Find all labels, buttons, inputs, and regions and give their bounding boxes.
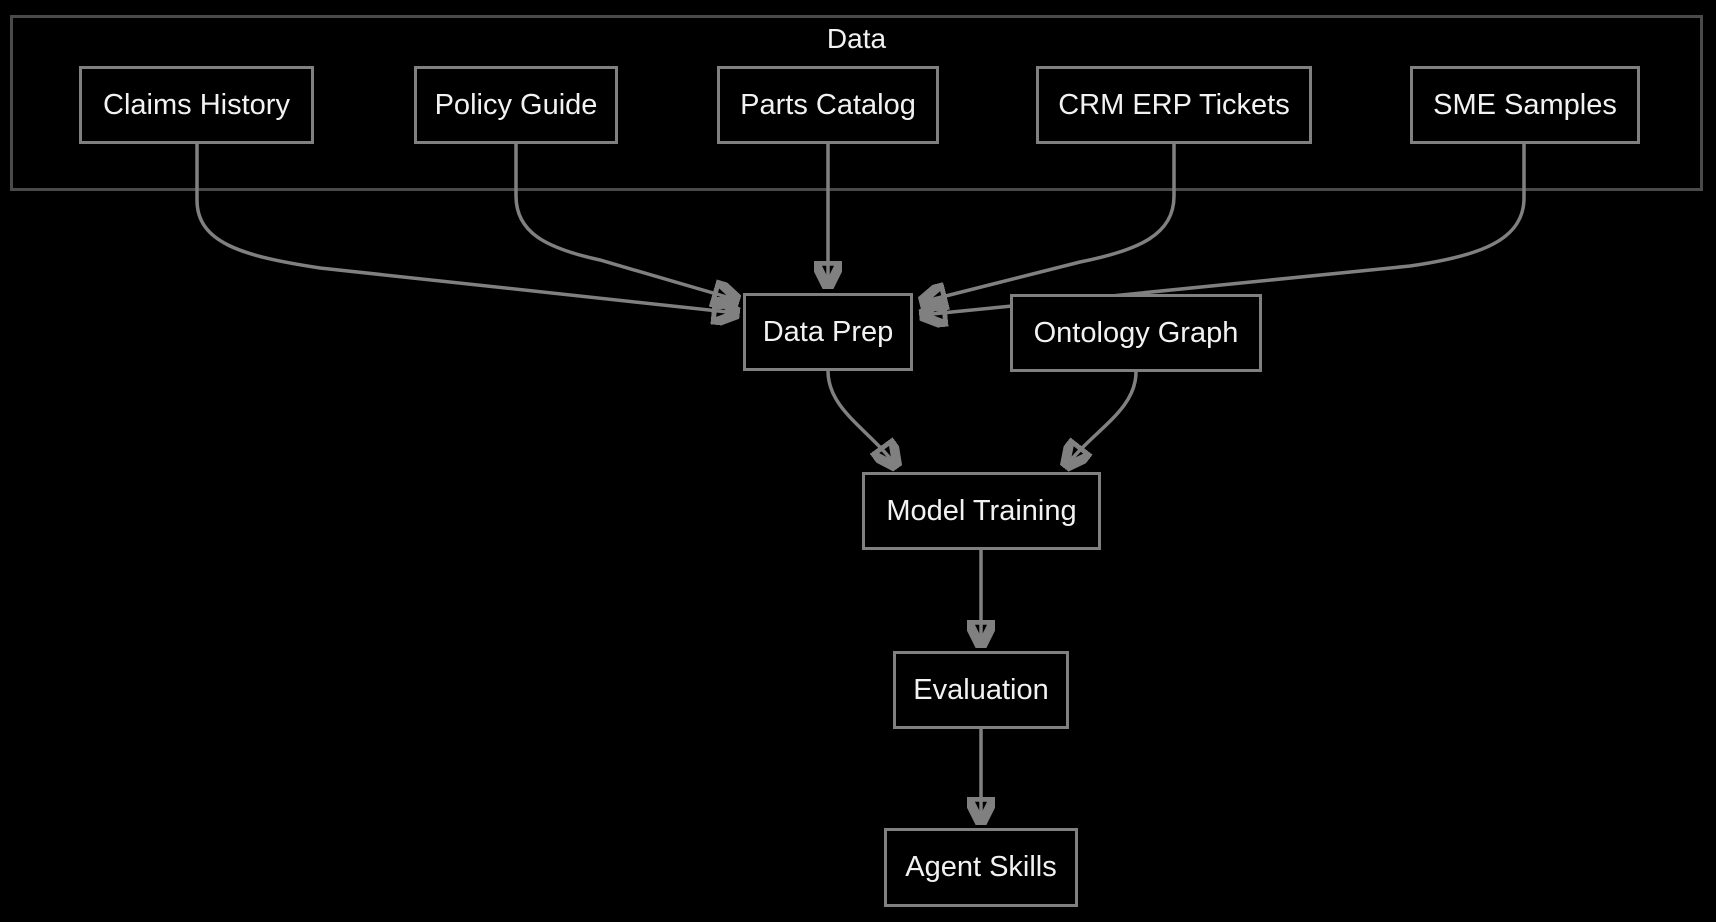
node-policy-guide: Policy Guide: [414, 66, 618, 144]
cluster-data: Data: [10, 15, 1703, 191]
node-evaluation: Evaluation: [893, 651, 1069, 729]
node-parts-catalog: Parts Catalog: [717, 66, 939, 144]
edge-ontology-graph-to-model-training: [1066, 371, 1138, 466]
node-ontology-graph-label: Ontology Graph: [1033, 316, 1239, 349]
edge-data-prep-to-model-training: [826, 370, 896, 466]
node-crm-erp-tickets-label: CRM ERP Tickets: [1058, 88, 1290, 121]
edge-policy-guide-to-data-prep: [514, 144, 737, 300]
node-data-prep-label: Data Prep: [762, 315, 894, 348]
node-data-prep: Data Prep: [743, 293, 913, 371]
edge-claims-history-to-data-prep: [195, 144, 737, 313]
node-policy-guide-label: Policy Guide: [434, 88, 598, 121]
node-model-training-label: Model Training: [886, 494, 1077, 527]
node-agent-skills: Agent Skills: [884, 828, 1078, 907]
node-claims-history-label: Claims History: [103, 88, 290, 121]
node-parts-catalog-label: Parts Catalog: [740, 88, 916, 121]
node-sme-samples: SME Samples: [1410, 66, 1640, 144]
node-sme-samples-label: SME Samples: [1433, 88, 1617, 121]
cluster-data-label: Data: [826, 23, 887, 54]
node-model-training: Model Training: [862, 472, 1101, 550]
node-ontology-graph: Ontology Graph: [1010, 294, 1262, 372]
edge-crm-erp-tickets-to-data-prep: [922, 144, 1176, 302]
node-claims-history: Claims History: [79, 66, 314, 144]
node-crm-erp-tickets: CRM ERP Tickets: [1036, 66, 1312, 144]
node-evaluation-label: Evaluation: [913, 673, 1049, 706]
node-agent-skills-label: Agent Skills: [905, 851, 1057, 883]
edge-sme-samples-to-data-prep: [922, 144, 1526, 315]
